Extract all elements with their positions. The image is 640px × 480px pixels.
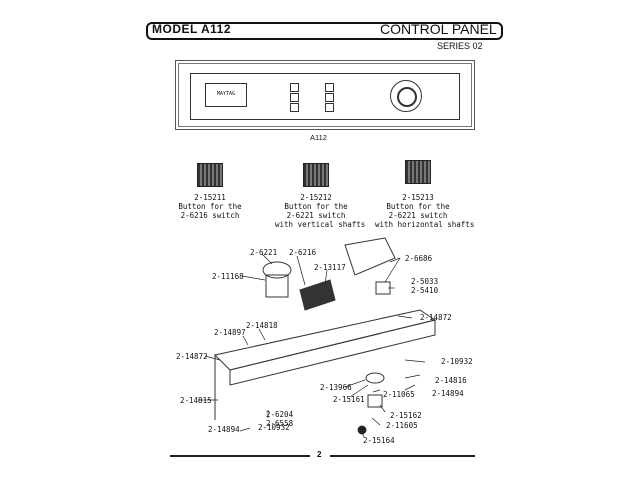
panel-button	[290, 93, 299, 102]
footer-rule-left	[170, 455, 310, 457]
panel-caption: A112	[310, 133, 327, 142]
callout: 2-6204	[266, 410, 294, 419]
callout: 2-14894	[432, 389, 464, 398]
timer-6686	[344, 237, 396, 276]
knob-15162	[367, 394, 383, 408]
series-label: SERIES 02	[437, 41, 483, 51]
panel-button	[290, 83, 299, 92]
callout: 2-6558	[266, 419, 294, 428]
timer-knob	[397, 87, 417, 107]
panel-front	[229, 319, 436, 386]
brand-plate: MAYTAG	[205, 83, 247, 107]
callout: 2-11168	[212, 272, 244, 281]
callout: 2-13117	[314, 263, 346, 272]
knob-5033	[375, 281, 391, 295]
callout: 2-14872	[176, 352, 208, 361]
panel-button	[325, 103, 334, 112]
button-image-15213	[405, 160, 431, 184]
switch-6221	[262, 261, 292, 279]
callout: 2-5033	[411, 277, 439, 286]
control-panel-outer	[175, 60, 475, 130]
callout: 2-14815	[180, 396, 212, 405]
callout: 2-14816	[435, 376, 467, 385]
model-label: MODEL A112	[152, 22, 232, 36]
callout: 2-13966	[320, 383, 352, 392]
temp-buttons	[325, 83, 334, 112]
part-13966	[365, 372, 385, 384]
control-panel-housing	[214, 309, 437, 371]
callout: 2-14894	[208, 425, 240, 434]
callout: 2-11605	[386, 421, 418, 430]
callout: 2-5410	[411, 286, 439, 295]
page-title: CONTROL PANEL	[380, 21, 497, 37]
callout: 2-15164	[363, 436, 395, 445]
button-image-15211	[197, 163, 223, 187]
control-panel-mid	[178, 63, 472, 127]
header-frame	[146, 22, 503, 40]
callout: 2-15162	[390, 411, 422, 420]
panel-button	[290, 103, 299, 112]
panel-button	[325, 83, 334, 92]
callout: 2-15161	[333, 395, 365, 404]
callout: 2-10932	[441, 357, 473, 366]
callout: 2-10932	[258, 423, 290, 432]
callout: 2-6221	[250, 248, 278, 257]
brand-text: MAYTAG	[216, 91, 236, 97]
callout: 2-14818	[246, 321, 278, 330]
callout: 2-11065	[383, 390, 415, 399]
footer-rule-right	[330, 455, 475, 457]
switch-6221-body	[265, 274, 289, 298]
timer-dial	[390, 80, 422, 112]
control-panel-face	[190, 73, 460, 120]
switch-6216	[299, 279, 336, 311]
callout: 2-6686	[405, 254, 433, 263]
load-size-buttons	[290, 83, 299, 112]
callout: 2-6216	[289, 248, 317, 257]
page-number: 2	[317, 450, 322, 459]
part-15164	[357, 425, 367, 435]
callout: 2-14897	[214, 328, 246, 337]
callout: 2-14872	[420, 313, 452, 322]
panel-button	[325, 93, 334, 102]
button-image-15212	[303, 163, 329, 187]
